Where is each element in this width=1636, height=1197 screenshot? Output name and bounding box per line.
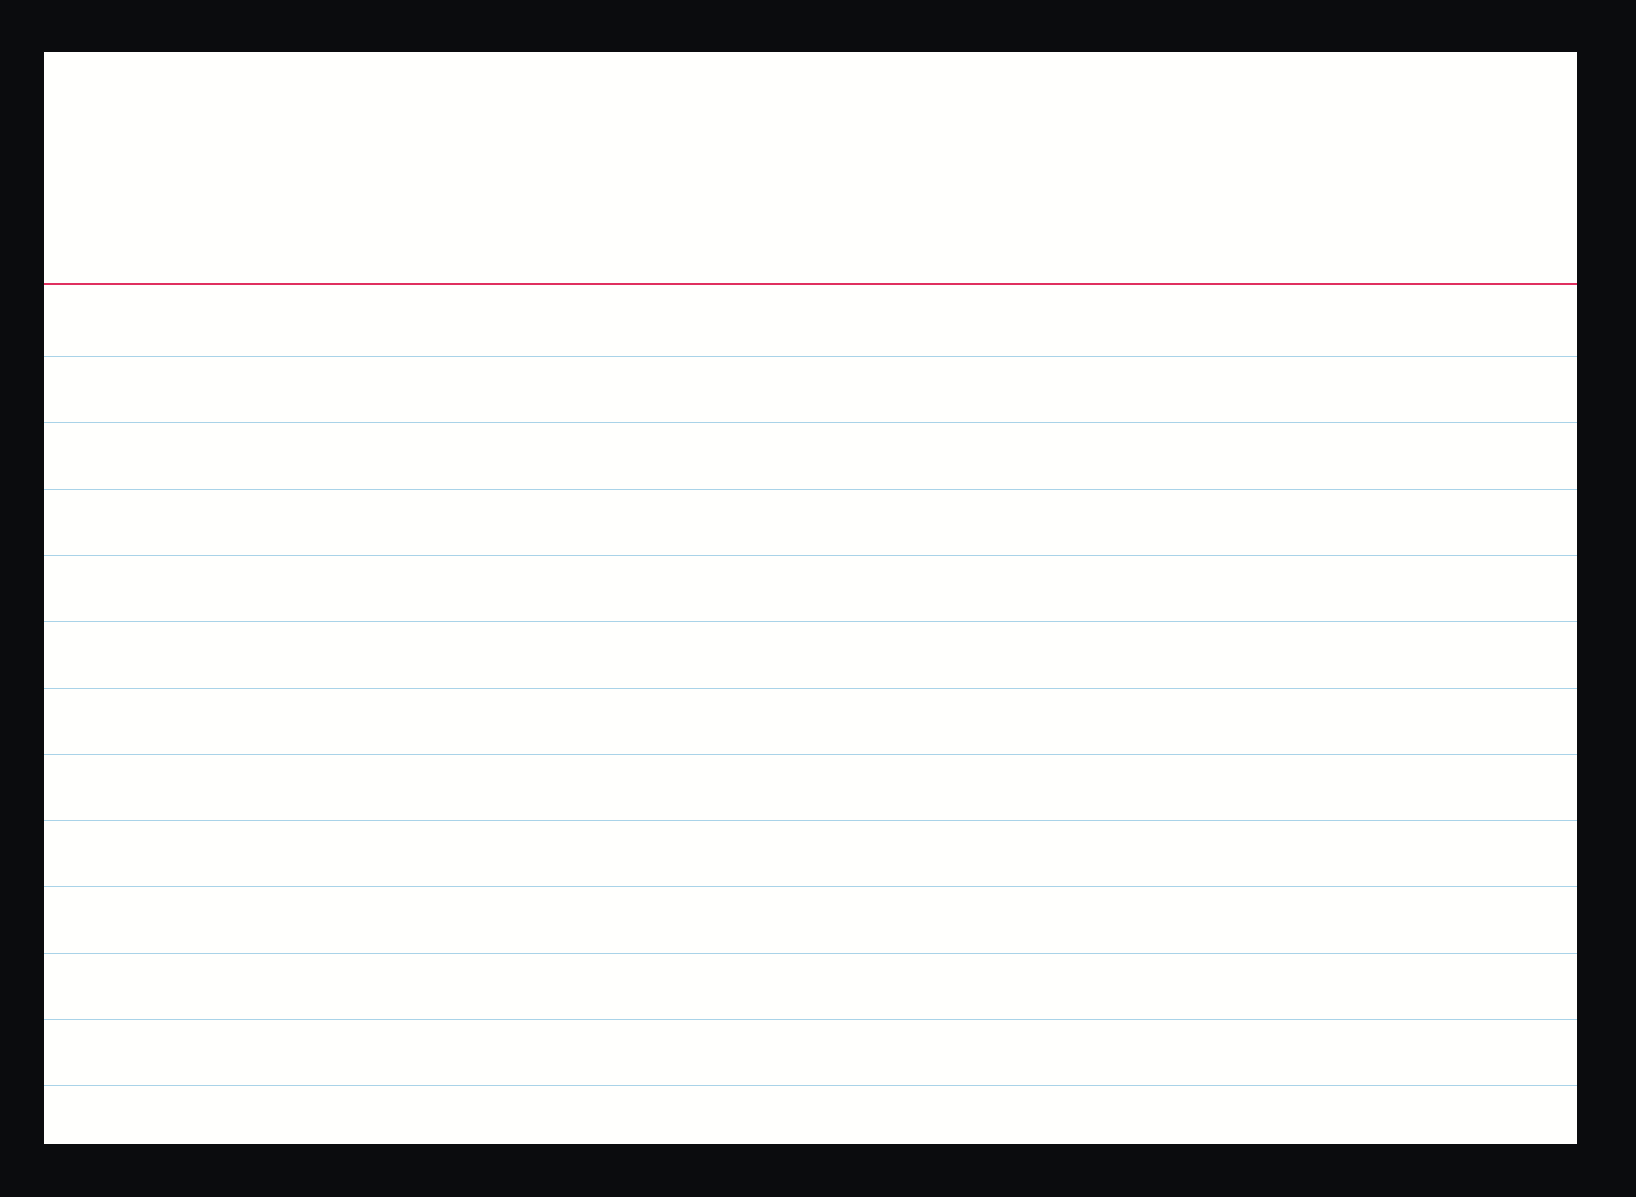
blue-rule-line: [44, 687, 1577, 689]
blue-rule-line: [44, 820, 1577, 822]
blue-rule-line: [44, 1019, 1577, 1020]
blue-rule-line: [44, 753, 1577, 755]
blue-rule-line: [44, 554, 1577, 556]
index-card: [44, 52, 1577, 1144]
blue-rule-line: [44, 1085, 1577, 1087]
blue-rule-line: [44, 422, 1577, 424]
blue-rule-line: [44, 621, 1577, 623]
blue-rule-line: [44, 356, 1577, 357]
blue-rule-line: [44, 488, 1577, 490]
red-header-line: [44, 283, 1577, 285]
blue-rule-line: [44, 952, 1577, 954]
blue-rule-line: [44, 886, 1577, 888]
